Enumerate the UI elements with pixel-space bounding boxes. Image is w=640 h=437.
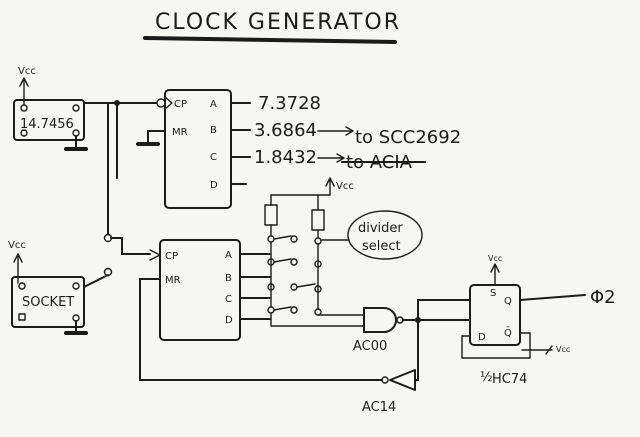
vcc-label-socket: Vcc [8,240,26,251]
vcc-label-flipflop-s: Vcc [488,254,502,263]
counter2-output-a: A [225,250,232,261]
socket-label: SOCKET [22,295,74,310]
and-gate: AC00 [353,299,471,381]
vcc-label-crystal: Vcc [18,66,36,77]
crystal-frequency-label: 14.7456 [20,117,74,132]
counter1-output-a: A [210,99,217,110]
counter1-output-c: C [210,152,217,163]
counter2-output-d: D [225,315,233,326]
divider-select-network: Vcc divider select [264,177,423,327]
flipflop-part-label: HC74 [492,372,527,387]
clock-bus-wiring [83,100,166,288]
counter1-mr-label: MR [172,127,188,138]
flipflop-pin-s: S [490,288,496,299]
divider-note-line1: divider [358,221,403,236]
d-flip-flop: S Q D Q̄ Vcc Φ2 Vcc ½ HC74 [461,254,616,387]
crystal-oscillator: 14.7456 Vcc [13,66,88,151]
counter1-output-d: D [210,180,218,191]
inverter-gate-label: AC14 [362,400,396,415]
title-underline [143,36,397,44]
counter-1: CP MR A B C D [136,89,251,209]
frequency-c: 1.8432 [254,147,317,168]
vcc-label-flipflop-r: Vcc [556,345,570,354]
divider-note-line2: select [362,239,401,254]
counter1-output-b: B [210,125,217,136]
flipflop-pin-qbar: Q̄ [504,326,512,339]
counter1-cp-label: CP [174,99,187,110]
frequency-b-destination: to SCC2692 [355,127,461,148]
output-phi2: Φ2 [590,287,616,308]
counter-2: CP MR A B C D [139,239,363,381]
vcc-label-divider: Vcc [336,181,354,192]
counter2-mr-label: MR [165,275,181,286]
pullup-resistor-2 [311,209,325,231]
flipflop-pin-q: Q [504,296,512,307]
and-gate-label: AC00 [353,339,387,354]
counter2-output-c: C [225,294,232,305]
flipflop-part-fraction: ½ [480,370,493,385]
counter2-cp-label: CP [165,251,178,262]
inverter-gate: AC14 [361,369,419,415]
frequency-outputs: 7.3728 3.6864 to SCC2692 1.8432 to ACIA [254,93,461,173]
pullup-resistor-1 [264,204,278,226]
schematic-title: CLOCK GENERATOR [155,10,401,35]
counter2-output-b: B [225,273,232,284]
frequency-b: 3.6864 [254,120,317,141]
flipflop-pin-d: D [478,332,486,343]
oscillator-socket: SOCKET Vcc [8,240,88,335]
frequency-a: 7.3728 [258,93,321,114]
